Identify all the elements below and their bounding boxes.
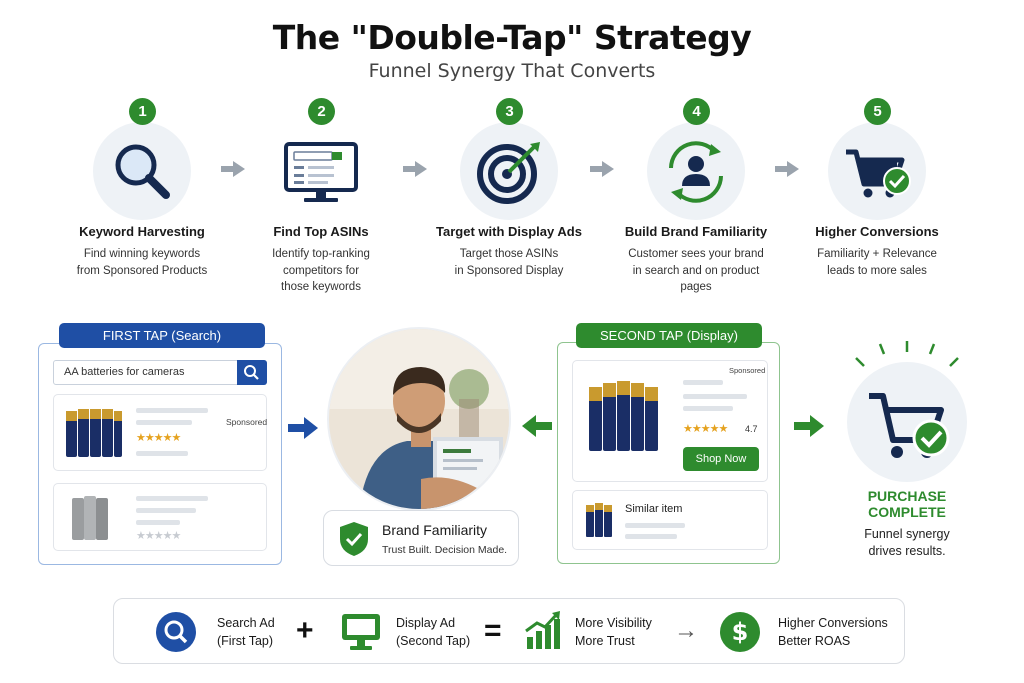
similar-item-label: Similar item — [625, 503, 683, 515]
svg-text:$: $ — [732, 618, 749, 646]
arrow-left-icon — [522, 415, 552, 437]
page-title: The "Double-Tap" Strategy — [272, 18, 752, 57]
step-title: Target with Display Ads — [436, 224, 582, 239]
cart-check-icon — [828, 122, 926, 220]
step-title: Find Top ASINs — [273, 224, 369, 239]
page-subtitle: Funnel Synergy That Converts — [368, 60, 656, 82]
brand-subtitle: Trust Built. Decision Made. — [382, 544, 508, 556]
battery-pack-icon — [66, 409, 122, 457]
growth-chart-icon — [525, 611, 560, 649]
plus-sign: + — [296, 614, 314, 647]
search-icon — [244, 365, 259, 380]
arrow-right-icon — [288, 417, 318, 439]
shop-now-button[interactable]: Shop Now — [683, 447, 759, 471]
brand-familiarity-card: Brand Familiarity Trust Built. Decision … — [323, 510, 519, 566]
target-icon — [460, 122, 558, 220]
formula-bar: Search Ad(First Tap) + Display Ad(Second… — [113, 598, 905, 664]
formula-display-ad: Display Ad(Second Tap) — [396, 616, 471, 648]
step-number: 4 — [683, 98, 710, 125]
second-tap-label: SECOND TAP (Display) — [576, 323, 762, 348]
purchase-cart-icon — [847, 362, 967, 482]
arrow-right-icon — [775, 161, 799, 177]
dollar-icon: $ — [720, 612, 760, 652]
step-number: 2 — [308, 98, 335, 125]
brand-title: Brand Familiarity — [382, 522, 488, 538]
shield-check-icon — [340, 522, 368, 556]
magnifier-icon — [93, 122, 191, 220]
equals-sign: = — [484, 614, 502, 647]
step-number: 1 — [129, 98, 156, 125]
star-rating: ★★★★★ — [136, 432, 181, 444]
search-icon — [156, 612, 196, 652]
result-card[interactable]: ★★★★★ — [53, 483, 267, 551]
rating-value: 4.7 — [745, 424, 758, 434]
star-rating: ★★★★★ — [136, 530, 181, 542]
step-number: 3 — [496, 98, 523, 125]
step-title: Higher Conversions — [815, 224, 939, 239]
arrow-right-icon — [403, 161, 427, 177]
monitor-icon — [342, 614, 380, 650]
person-cycle-icon — [647, 122, 745, 220]
arrow-right-icon — [590, 161, 614, 177]
customer-photo — [327, 327, 511, 511]
formula-search-ad: Search Ad(First Tap) — [217, 616, 275, 648]
first-tap-label: FIRST TAP (Search) — [59, 323, 265, 348]
battery-pack-icon — [586, 503, 612, 537]
step-number: 5 — [864, 98, 891, 125]
step-title: Build Brand Familiarity — [624, 224, 768, 239]
sponsored-tag: Sponsored — [226, 417, 268, 427]
arrow-right-icon: → — [674, 617, 698, 644]
burst-lines-icon — [855, 341, 959, 367]
sponsored-result-card[interactable]: Sponsored ★★★★★ — [53, 394, 267, 471]
similar-item-card[interactable]: Similar item — [572, 490, 768, 550]
battery-pack-icon — [72, 496, 108, 540]
battery-pack-icon — [589, 381, 658, 451]
sponsored-tag: Sponsored — [729, 366, 766, 375]
search-input[interactable]: AA batteries for cameras — [53, 360, 267, 385]
display-ad-card[interactable]: Sponsored ★★★★★ 4.7 Shop Now — [572, 360, 768, 482]
monitor-search-icon — [272, 122, 370, 220]
arrow-right-icon — [221, 161, 245, 177]
step-title: Keyword Harvesting — [79, 224, 205, 239]
arrow-right-icon — [794, 415, 824, 437]
search-button[interactable] — [237, 360, 267, 385]
star-rating: ★★★★★ — [683, 423, 728, 435]
